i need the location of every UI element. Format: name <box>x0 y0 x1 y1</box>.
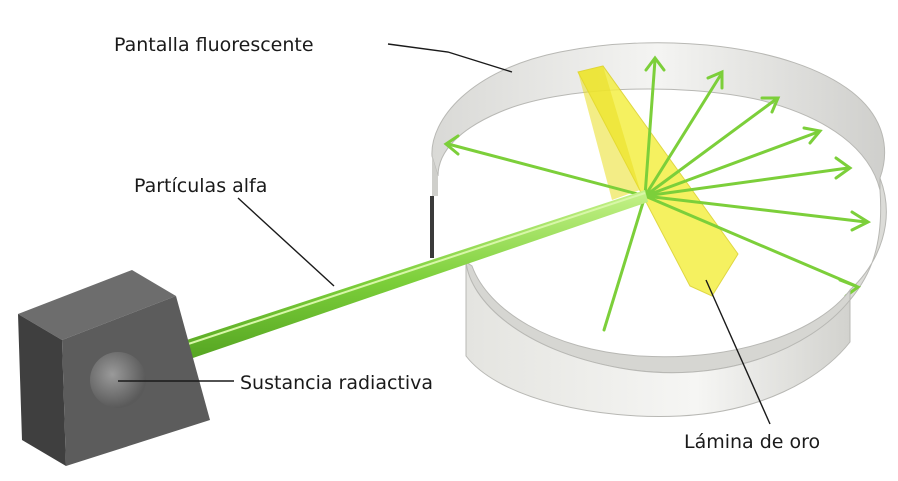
screen-front-face <box>465 261 851 417</box>
arrowhead <box>760 96 781 114</box>
alpha-beam <box>150 190 648 372</box>
ray <box>643 130 820 198</box>
arrowhead <box>834 156 853 180</box>
ray <box>643 58 657 198</box>
arrowhead <box>706 69 724 90</box>
label-radioactive-substance: Sustancia radiactiva <box>240 372 433 394</box>
radioactive-source-box <box>18 270 210 466</box>
arrowhead <box>802 126 823 145</box>
label-fluorescent-screen: Pantalla fluorescente <box>114 34 314 56</box>
arrowhead <box>644 55 666 72</box>
box-front <box>18 314 66 466</box>
screen-right-wall <box>849 177 887 302</box>
ray <box>643 98 777 198</box>
ray <box>446 142 647 198</box>
fluorescent-screen <box>430 42 887 302</box>
arrowhead <box>443 134 460 156</box>
ray <box>643 74 722 198</box>
screen-left-wall <box>432 156 438 196</box>
box-top <box>18 270 176 340</box>
deflected-rays <box>443 55 872 332</box>
ray <box>643 166 850 198</box>
ray <box>602 194 647 332</box>
leader-screen <box>387 43 513 73</box>
alpha-beam-highlight <box>151 192 646 357</box>
source-opening <box>90 352 146 408</box>
label-gold-foil: Lámina de oro <box>684 431 820 453</box>
leader-lines <box>118 43 771 425</box>
gold-foil-shade <box>578 66 640 200</box>
label-alpha-particles: Partículas alfa <box>134 175 267 197</box>
leader-foil <box>705 279 771 425</box>
arrowhead <box>850 210 872 232</box>
ray <box>643 194 858 288</box>
ray <box>643 194 868 224</box>
screen-gap-edge <box>430 196 434 258</box>
leader-particles <box>237 197 335 287</box>
